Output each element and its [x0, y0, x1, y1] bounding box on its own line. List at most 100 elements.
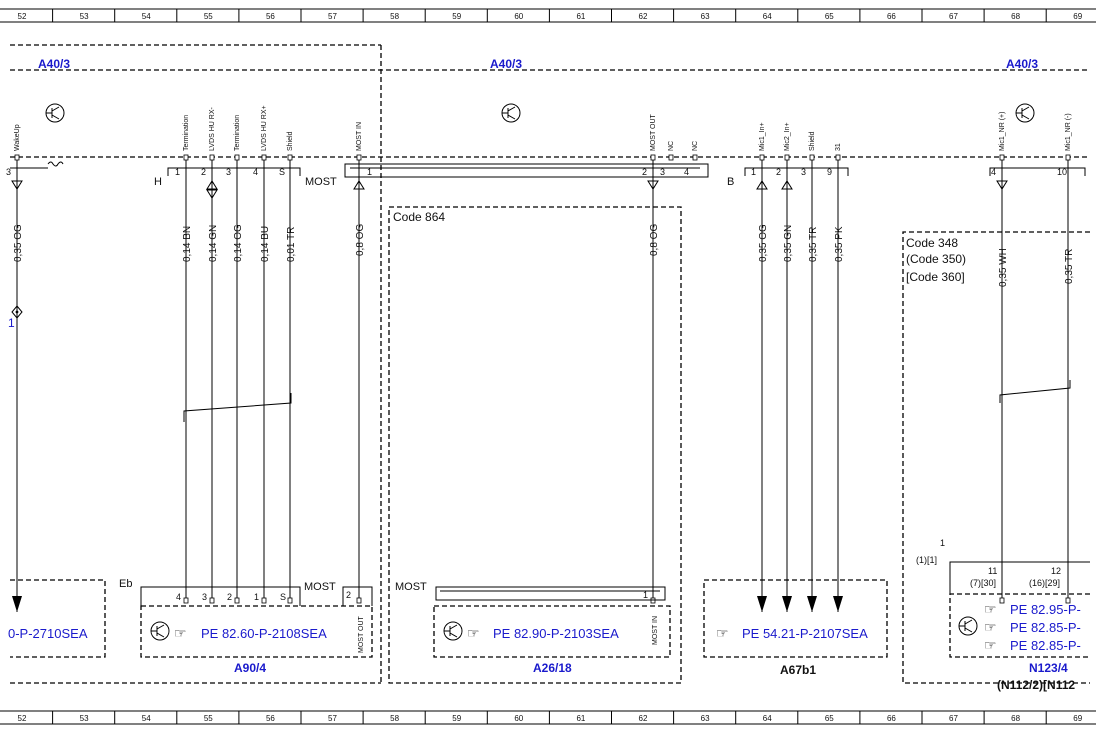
ruler-number: 56: [266, 714, 275, 723]
ruler-number: 62: [639, 12, 648, 21]
top-signal-label: NC: [668, 141, 675, 151]
ruler-number: 52: [18, 12, 27, 21]
a90-most-out-label: MOST OUT: [358, 615, 365, 653]
component-a67b1: A67b1: [780, 663, 816, 677]
ruler-number: 58: [390, 714, 399, 723]
code-864-label: Code 864: [393, 210, 445, 224]
ruler-number: 63: [701, 12, 710, 21]
ruler-number: 64: [763, 714, 772, 723]
wire-gauge-label: 0,14 BU: [260, 226, 271, 262]
pointing-hand-icon: ☞: [174, 625, 187, 641]
ruler-number: 60: [514, 714, 523, 723]
pin-contact: [183, 597, 189, 604]
pin-contact: [1065, 154, 1071, 161]
top-pin-number: 2: [776, 167, 781, 177]
a26-frame: [433, 605, 671, 658]
connector-b-outline: [744, 167, 1086, 176]
a67-frame: [703, 579, 888, 658]
n123-conn-one: 1: [940, 538, 945, 548]
wakeup-squiggle: [10, 161, 64, 169]
pin-contact: [209, 597, 215, 604]
a90-pin-number: 2: [227, 592, 232, 602]
pointing-hand-icon: ☞: [984, 637, 997, 653]
top-signal-label: Mic1_NR (+): [999, 112, 1006, 151]
pointing-hand-icon: ☞: [984, 619, 997, 635]
top-pin-number: 4: [253, 167, 258, 177]
pin-contact: [692, 154, 698, 161]
ruler-number: 63: [701, 714, 710, 723]
pe-ref-a67[interactable]: PE 54.21-P-2107SEA: [742, 626, 868, 641]
pin-contact: [261, 154, 267, 161]
top-pin-number: 1: [367, 167, 372, 177]
arrow-up-icon: [756, 180, 768, 190]
ruler-number: 67: [949, 714, 958, 723]
wire-gauge-label: 0,35 PK: [834, 226, 845, 262]
ruler-number: 54: [142, 714, 151, 723]
pe-ref-a26[interactable]: PE 82.90-P-2103SEA: [493, 626, 619, 641]
ruler-number: 58: [390, 12, 399, 21]
pin-contact: [999, 597, 1005, 604]
pin-contact: [784, 154, 790, 161]
arrow-down-icon: [647, 180, 659, 190]
a90-connector-outline: [140, 586, 373, 606]
a26-connector-outline: [435, 586, 666, 601]
a90-pin-number: 1: [254, 592, 259, 602]
code-348-label: Code 348: [906, 236, 958, 250]
ruler-number: 66: [887, 714, 896, 723]
ruler-number: 53: [80, 714, 89, 723]
arrow-up-icon: [781, 180, 793, 190]
top-pin-number: 1: [175, 167, 180, 177]
component-a40-left: A40/3: [38, 57, 70, 71]
wire-gauge-label: 0,35 OG: [13, 224, 24, 262]
top-signal-label: Mic1_NR (-): [1065, 113, 1072, 151]
pointing-hand-icon: ☞: [467, 625, 480, 641]
wire-gauge-label: 0,8 OG: [649, 224, 660, 256]
top-signal-label: MOST IN: [356, 122, 363, 151]
pe-ref-n123-1[interactable]: PE 82.95-P-: [1010, 602, 1081, 617]
code-350-label: (Code 350): [906, 252, 966, 266]
connector-h-outline: [167, 167, 301, 176]
ground-transistor-icon: [150, 621, 170, 641]
top-signal-label: Shield: [809, 131, 816, 151]
most-bus-bar: [344, 163, 709, 178]
pin-contact: [234, 597, 240, 604]
arrow-down-icon: [996, 180, 1008, 190]
ruler-number: 61: [576, 714, 585, 723]
ruler-number: 65: [825, 12, 834, 21]
top-signal-label: NC: [692, 141, 699, 151]
ruler-number: 68: [1011, 12, 1020, 21]
ruler-number: 69: [1073, 714, 1082, 723]
pe-ref-n123-3[interactable]: PE 82.85-P-: [1010, 638, 1081, 653]
arrow-down-icon: [807, 596, 817, 612]
ground-transistor-icon: [45, 103, 65, 123]
top-signal-label: MOST OUT: [650, 113, 657, 151]
top-pin-number: 4: [684, 167, 689, 177]
connector-most-label: MOST: [305, 176, 337, 188]
connector-most-a26-label: MOST: [395, 581, 427, 593]
a40-frame: [10, 44, 1090, 684]
fuse-diamond-icon: [11, 305, 23, 319]
arrow-up-icon: [353, 180, 365, 190]
top-signal-label: Mic1_In+: [759, 122, 766, 151]
pe-ref-left[interactable]: 0-P-2710SEA: [8, 626, 88, 641]
pin-contact: [356, 154, 362, 161]
n123-pin-12: 12: [1051, 566, 1061, 576]
wire-gauge-label: 0,01 TR: [286, 227, 297, 262]
arrow-down-icon: [757, 596, 767, 612]
a90-frame: [140, 605, 373, 658]
arrow-down-icon: [782, 596, 792, 612]
pe-ref-n123-2[interactable]: PE 82.85-P-: [1010, 620, 1081, 635]
pin-contact: [809, 154, 815, 161]
pin-contact: [668, 154, 674, 161]
component-a90-4: A90/4: [234, 661, 266, 675]
component-a40-right: A40/3: [1006, 57, 1038, 71]
pin-contact: [183, 154, 189, 161]
arrow-up-icon: [206, 180, 218, 190]
arrow-down-icon: [833, 596, 843, 612]
wire-gauge-label: 0,14 OG: [233, 224, 244, 262]
ruler-number: 65: [825, 714, 834, 723]
pe-ref-a90[interactable]: PE 82.60-P-2108SEA: [201, 626, 327, 641]
code-348-frame: [902, 231, 1090, 684]
